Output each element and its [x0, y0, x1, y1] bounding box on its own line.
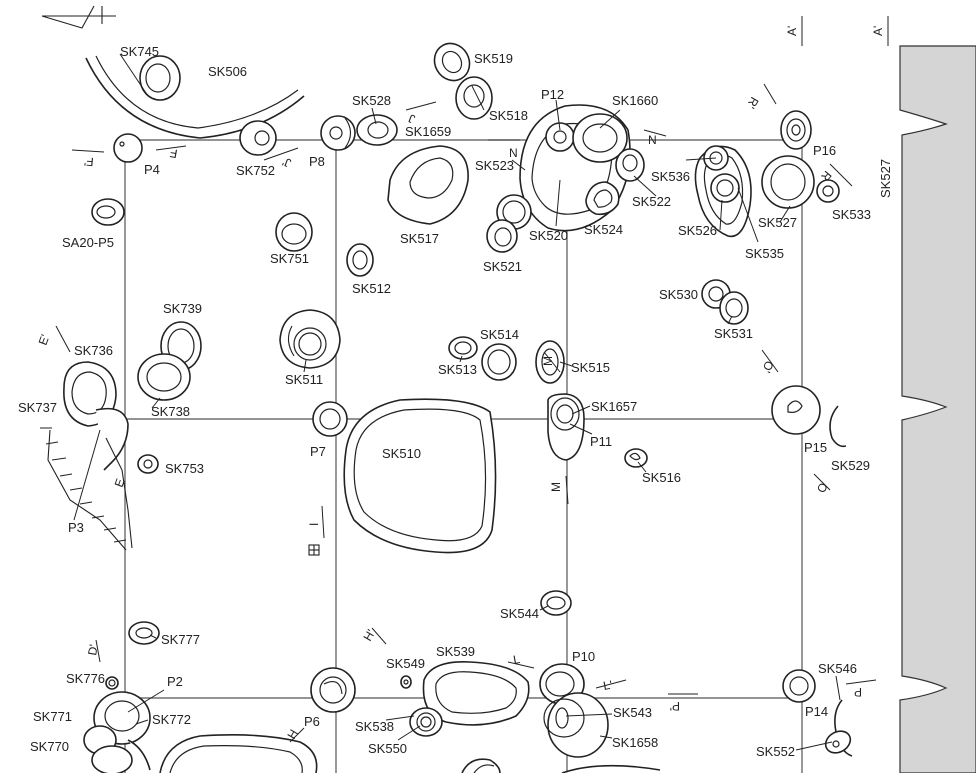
label-a-prime-2: A': [871, 26, 885, 36]
label-sk519: SK519: [474, 51, 513, 66]
label-p-prime: P': [670, 699, 680, 713]
label-r-prime: R': [744, 95, 762, 111]
label-sk514: SK514: [480, 327, 519, 342]
label-sk533: SK533: [832, 207, 871, 222]
label-sk521: SK521: [483, 259, 522, 274]
label-d-prime: D': [85, 643, 101, 656]
label-sk549: SK549: [386, 656, 425, 671]
label-j: J: [407, 111, 417, 126]
label-sk513: SK513: [438, 362, 477, 377]
label-p8: P8: [309, 154, 325, 169]
label-sk771: SK771: [33, 709, 72, 724]
label-sk517: SK517: [400, 231, 439, 246]
label-sk539: SK539: [436, 644, 475, 659]
label-m2: M: [549, 482, 563, 492]
label-sk546: SK546: [818, 661, 857, 676]
section-lines: [55, 16, 889, 743]
label-sk535: SK535: [745, 246, 784, 261]
label-sk520: SK520: [529, 228, 568, 243]
label-sk745: SK745: [120, 44, 159, 59]
label-sk543: SK543: [613, 705, 652, 720]
label-m1: M: [541, 356, 555, 366]
label-sk772: SK772: [152, 712, 191, 727]
label-p2: P2: [167, 674, 183, 689]
label-i: I: [307, 523, 321, 526]
label-sk738: SK738: [151, 404, 190, 419]
leader-lines: [73, 53, 853, 751]
label-sk531: SK531: [714, 326, 753, 341]
label-p12: P12: [541, 87, 564, 102]
p3-hatch: [40, 427, 133, 551]
label-sk524: SK524: [584, 222, 623, 237]
label-p10: P10: [572, 649, 595, 664]
label-f: F: [169, 146, 179, 161]
label-sk512: SK512: [352, 281, 391, 296]
label-a-prime-1: A': [785, 26, 799, 36]
label-sk538: SK538: [355, 719, 394, 734]
label-f-prime: F': [83, 154, 94, 169]
label-o: O: [814, 481, 830, 495]
label-sk536: SK536: [651, 169, 690, 184]
label-p15: P15: [804, 440, 827, 455]
label-sk518: SK518: [489, 108, 528, 123]
label-sk1657: SK1657: [591, 399, 637, 414]
shaded-boundary-area: [899, 45, 976, 773]
label-sk736: SK736: [74, 343, 113, 358]
label-sk1658: SK1658: [612, 735, 658, 750]
grid-point-icon: [308, 544, 320, 556]
label-sk527-side: SK527: [878, 159, 893, 198]
label-sk529: SK529: [831, 458, 870, 473]
label-sk530: SK530: [659, 287, 698, 302]
features-layer: [40, 42, 853, 773]
label-sk523: SK523: [475, 158, 514, 173]
label-p3: P3: [68, 520, 84, 535]
section-labels: A' A' R' J J' F F' N N R E' E I M M O' O…: [36, 26, 885, 742]
label-h-prime: H': [360, 627, 378, 643]
label-sk516: SK516: [642, 470, 681, 485]
label-p16: P16: [813, 143, 836, 158]
label-p14: P14: [805, 704, 828, 719]
label-p11: P11: [590, 434, 612, 449]
label-p4: P4: [144, 162, 160, 177]
label-sk515: SK515: [571, 360, 610, 375]
label-sk776: SK776: [66, 671, 105, 686]
label-sk522: SK522: [632, 194, 671, 209]
label-sk739: SK739: [163, 301, 202, 316]
label-j-prime: J': [280, 154, 293, 170]
label-sk511: SK511: [285, 372, 323, 387]
label-l-prime: L': [602, 678, 613, 693]
label-sk1660: SK1660: [612, 93, 658, 108]
label-sk526: SK526: [678, 223, 717, 238]
label-n1: N: [509, 146, 518, 160]
label-n2: N: [648, 133, 657, 147]
label-sk770: SK770: [30, 739, 69, 754]
label-sk544: SK544: [500, 606, 539, 621]
label-sk752: SK752: [236, 163, 275, 178]
label-sk552: SK552: [756, 744, 795, 759]
label-sk506: SK506: [208, 64, 247, 79]
label-p6: P6: [304, 714, 320, 729]
label-sk527-inner: SK527: [758, 215, 797, 230]
label-p7: P7: [310, 444, 326, 459]
label-sa20-p5: SA20-P5: [62, 235, 114, 250]
label-sk1659: SK1659: [405, 124, 451, 139]
label-sk510: SK510: [382, 446, 421, 461]
label-sk753: SK753: [165, 461, 204, 476]
label-p: P: [854, 685, 862, 699]
label-l: L: [512, 652, 521, 667]
north-arrow-icon: [41, 5, 116, 29]
label-sk550: SK550: [368, 741, 407, 756]
label-o-prime: O': [759, 359, 776, 375]
label-sk751: SK751: [270, 251, 309, 266]
label-sk777: SK777: [161, 632, 200, 647]
feature-labels: SK745 SK506 SK519 SK518 P12 SK1660 SK528…: [18, 44, 893, 759]
label-sk528: SK528: [352, 93, 391, 108]
label-e-prime: E': [36, 333, 53, 347]
label-sk737: SK737: [18, 400, 57, 415]
